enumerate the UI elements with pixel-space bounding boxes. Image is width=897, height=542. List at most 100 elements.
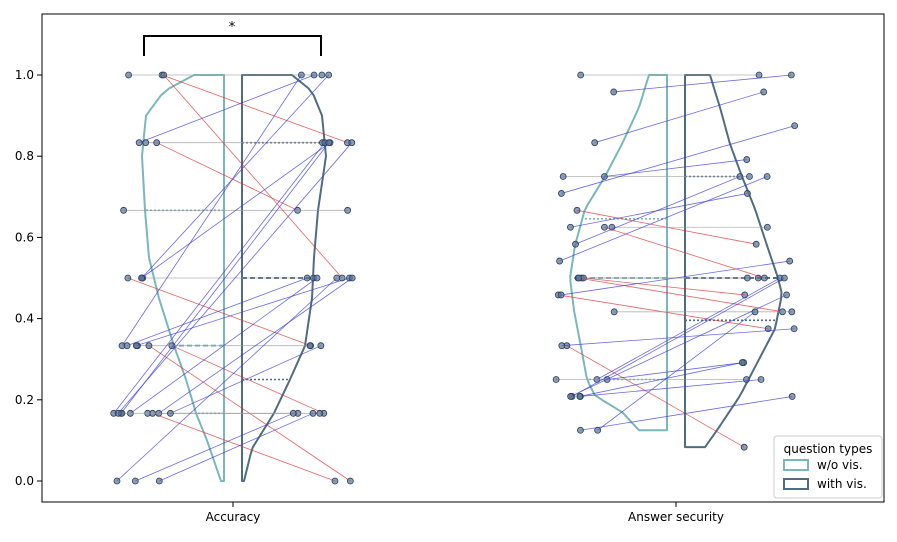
point-without xyxy=(132,342,140,350)
pair-line xyxy=(604,159,747,177)
pair-line xyxy=(130,277,318,414)
pair-line xyxy=(570,193,748,228)
point-with xyxy=(763,223,771,231)
significance-bracket: * xyxy=(143,20,322,56)
point-with xyxy=(331,477,339,485)
pair-line xyxy=(138,74,315,144)
plot-area xyxy=(110,71,799,485)
point-with xyxy=(746,173,753,180)
pair-line xyxy=(170,345,322,414)
point-with xyxy=(738,359,746,366)
pair-line xyxy=(580,396,793,431)
point-with xyxy=(780,274,788,282)
point-with xyxy=(743,376,750,383)
pair-line xyxy=(579,362,743,397)
point-without xyxy=(113,477,121,485)
point-with xyxy=(348,274,356,282)
point-with xyxy=(317,342,325,350)
point-with xyxy=(741,291,749,299)
point-without xyxy=(120,206,127,214)
pair-line xyxy=(561,125,795,194)
point-with xyxy=(751,308,759,316)
pair-line xyxy=(597,311,756,431)
point-with xyxy=(348,139,356,147)
pair-line xyxy=(575,176,741,245)
pair-line xyxy=(121,74,302,346)
legend-swatch-without xyxy=(783,459,809,471)
point-without xyxy=(601,223,608,231)
point-without xyxy=(135,139,143,147)
point-without xyxy=(601,173,608,180)
legend-swatch-with xyxy=(783,478,809,490)
violin-1-with xyxy=(684,74,783,449)
point-without xyxy=(145,342,153,350)
pair-line xyxy=(126,277,308,347)
y-axis: 0.0 0.2 0.4 0.6 0.8 1.0 xyxy=(15,68,42,488)
point-with xyxy=(736,173,744,180)
point-without xyxy=(610,308,618,316)
point-with xyxy=(763,173,771,180)
pair-line xyxy=(141,74,329,279)
point-with xyxy=(791,122,799,130)
point-with xyxy=(783,291,790,299)
point-without xyxy=(123,342,131,350)
plot-frame xyxy=(41,13,885,503)
pair-line xyxy=(117,142,353,414)
point-with xyxy=(289,409,297,417)
point-with xyxy=(760,88,768,96)
y-tick-label: 0.8 xyxy=(15,149,34,163)
legend-title: question types xyxy=(784,442,873,456)
y-tick-label: 0.6 xyxy=(15,230,34,244)
point-without xyxy=(577,71,585,79)
pair-line xyxy=(116,277,338,482)
pair-line xyxy=(159,412,314,482)
y-tick-label: 0.4 xyxy=(15,312,34,326)
point-without xyxy=(153,139,161,147)
point-without xyxy=(573,206,581,214)
legend-label-without: w/o vis. xyxy=(817,458,863,472)
pair-line xyxy=(559,176,768,262)
violin-0-without xyxy=(141,74,225,482)
y-tick-label: 0.0 xyxy=(15,474,34,488)
point-with xyxy=(740,443,748,451)
point-without xyxy=(591,139,599,147)
pair-line xyxy=(613,74,792,93)
point-without xyxy=(160,71,168,79)
point-without xyxy=(559,173,567,180)
pair-line xyxy=(161,74,348,144)
point-with xyxy=(316,409,324,417)
point-with xyxy=(757,376,765,383)
pair-line xyxy=(158,277,353,414)
pair-line xyxy=(127,277,311,347)
legend-label-with: with vis. xyxy=(817,477,867,491)
pair-line xyxy=(135,412,294,482)
y-tick-label: 0.2 xyxy=(15,393,34,407)
point-with xyxy=(761,274,768,282)
significance-marker: * xyxy=(229,20,236,35)
y-tick-label: 1.0 xyxy=(15,68,34,82)
point-without xyxy=(567,223,574,231)
point-with xyxy=(346,477,354,485)
point-without xyxy=(575,274,583,282)
x-tick-label-answer-security: Answer security xyxy=(628,510,724,524)
point-without xyxy=(142,139,150,147)
point-without xyxy=(131,477,139,485)
point-with xyxy=(755,71,763,79)
point-with xyxy=(786,257,794,265)
point-with xyxy=(788,308,796,316)
point-with xyxy=(306,342,314,350)
point-without xyxy=(558,342,566,350)
point-without xyxy=(572,240,579,248)
pair-line xyxy=(113,142,326,414)
point-without xyxy=(558,190,565,197)
point-without xyxy=(552,376,560,383)
point-without xyxy=(155,477,163,485)
pair-line xyxy=(594,91,764,144)
point-without xyxy=(124,274,132,282)
pair-line xyxy=(120,142,330,414)
point-with xyxy=(310,71,318,79)
pair-line xyxy=(577,277,783,313)
point-with xyxy=(344,206,352,214)
pair-line xyxy=(604,226,765,279)
pair-line xyxy=(561,260,790,296)
